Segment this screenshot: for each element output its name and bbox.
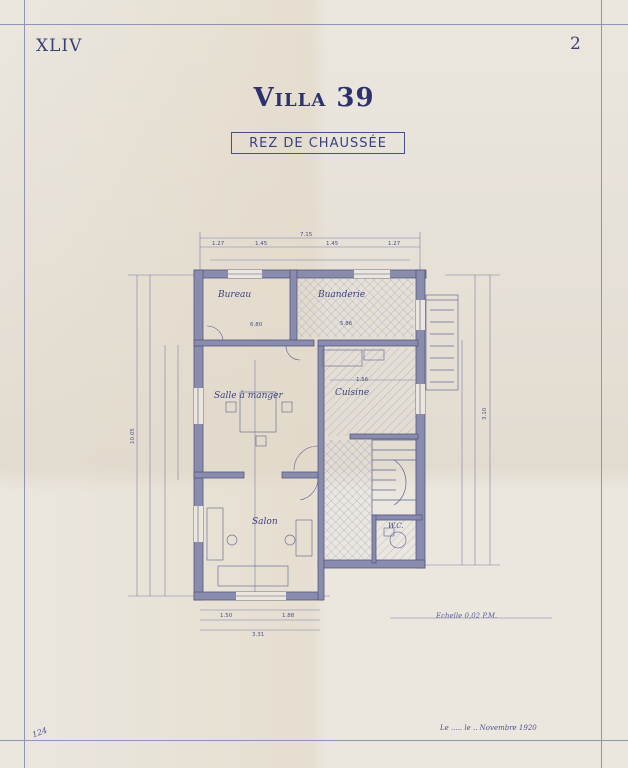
sheet-code: XLIV	[36, 36, 83, 56]
staircase	[371, 439, 417, 516]
balcony	[425, 294, 459, 391]
border-line-top	[0, 24, 628, 25]
area-bureau: 6.80	[250, 322, 263, 328]
dimension-labels: 7.15 1.27 1.45 1.45 1.27 3.31 1.50 1.88 …	[130, 232, 488, 638]
furniture	[206, 349, 407, 587]
room-label-buanderie: Buanderie	[317, 290, 365, 300]
dim-top-total: 7.15	[300, 232, 313, 238]
drawing-title: Villa 39	[253, 83, 375, 113]
dim-top-part-1: 1.27	[212, 241, 225, 247]
dim-bottom-part-2: 1.88	[282, 613, 295, 619]
cuisine-hatch	[322, 348, 418, 436]
wc-hatch	[376, 520, 416, 564]
signature-note: Le ..... le .. Novembre 1920	[440, 724, 537, 732]
border-line-bottom	[0, 740, 628, 741]
room-label-bureau: Bureau	[217, 290, 251, 300]
border-line-left	[24, 0, 25, 768]
dim-left-total: 10.05	[130, 428, 136, 444]
buanderie-crosshatch	[298, 279, 414, 337]
dim-top-part-4: 1.27	[388, 241, 401, 247]
drawing-subtitle: REZ DE CHAUSSÉE	[249, 135, 387, 151]
sheet-number: 2	[570, 34, 581, 54]
room-label-wc: W.C.	[388, 522, 404, 530]
border-line-right	[601, 0, 602, 768]
room-label-salle-a-manger: Salle à manger	[214, 390, 283, 401]
room-label-salon: Salon	[252, 517, 278, 527]
area-cuisine: 1.56	[356, 377, 369, 383]
room-areas: 6.80 5.86 1.56	[250, 321, 369, 383]
window-lines	[197, 273, 421, 597]
dim-top-part-3: 1.45	[326, 241, 339, 247]
dim-bottom-total: 3.31	[252, 632, 264, 638]
room-label-cuisine: Cuisine	[335, 388, 369, 398]
area-buanderie: 5.86	[340, 321, 353, 327]
room-labels: Bureau Buanderie Salle à manger Cuisine …	[214, 290, 404, 530]
dim-top-part-2: 1.45	[255, 241, 268, 247]
scale-note: Echelle 0,02 P.M.	[436, 612, 498, 620]
dim-right-total: 3.10	[482, 407, 488, 420]
door-swings	[206, 325, 319, 501]
dim-bottom-part-1: 1.50	[220, 613, 233, 619]
hall-crosshatch	[322, 440, 372, 564]
subtitle-frame: REZ DE CHAUSSÉE	[231, 132, 405, 154]
